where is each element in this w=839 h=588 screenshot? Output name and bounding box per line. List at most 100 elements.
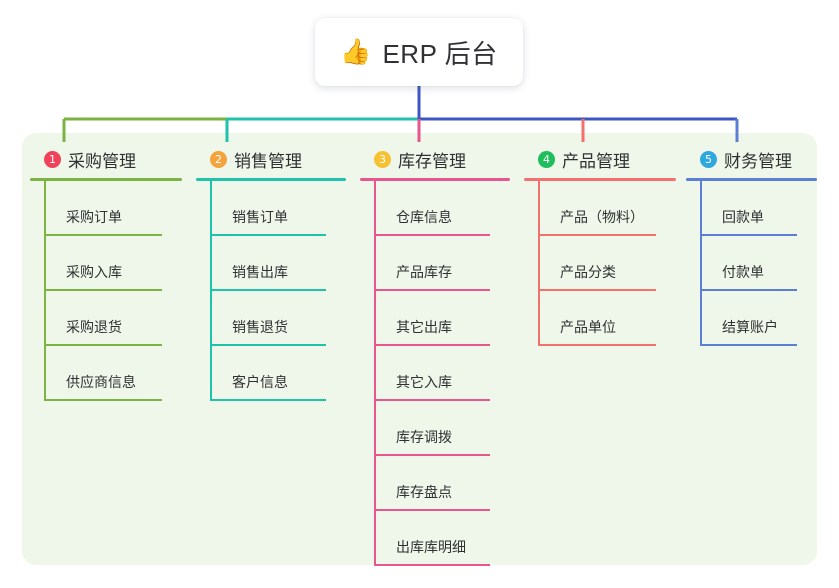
branch-leaf-rule bbox=[374, 454, 490, 456]
branch-column-3: 3 库存管理仓库信息产品库存其它出库其它入库库存调拨库存盘点出库库明细 bbox=[360, 146, 510, 566]
branch-leaf[interactable]: 产品库存 bbox=[360, 236, 510, 291]
branch-leaf-label: 销售订单 bbox=[232, 209, 288, 225]
branch-leaf[interactable]: 客户信息 bbox=[196, 346, 346, 401]
branch-leaf-label: 回款单 bbox=[722, 209, 764, 225]
branch-leaf[interactable]: 产品分类 bbox=[524, 236, 676, 291]
branch-leaf-rule bbox=[374, 234, 490, 236]
branch-leaf-rule bbox=[374, 399, 490, 401]
branch-leaf[interactable]: 回款单 bbox=[686, 181, 817, 236]
branch-trunk-5 bbox=[700, 181, 702, 346]
branch-leaf-label: 结算账户 bbox=[722, 319, 778, 335]
branch-items-2: 销售订单销售出库销售退货客户信息 bbox=[196, 181, 346, 401]
branch-leaf-rule bbox=[700, 234, 797, 236]
branch-leaf-rule bbox=[700, 344, 797, 346]
branch-leaf[interactable]: 其它入库 bbox=[360, 346, 510, 401]
branch-leaf-label: 客户信息 bbox=[232, 374, 288, 390]
branch-leaf-label: 库存盘点 bbox=[396, 484, 452, 500]
branch-leaf[interactable]: 销售退货 bbox=[196, 291, 346, 346]
branch-leaf-label: 库存调拨 bbox=[396, 429, 452, 445]
branch-leaf-rule bbox=[210, 289, 326, 291]
branch-trunk-4 bbox=[538, 181, 540, 346]
branch-leaf-label: 其它入库 bbox=[396, 374, 452, 390]
branch-leaf[interactable]: 销售订单 bbox=[196, 181, 346, 236]
branch-column-4: 4 产品管理产品（物料） 产品分类产品单位 bbox=[524, 146, 676, 346]
branch-leaf[interactable]: 产品（物料） bbox=[524, 181, 676, 236]
branch-leaf[interactable]: 库存盘点 bbox=[360, 456, 510, 511]
branch-title-1: 采购管理 bbox=[68, 151, 136, 171]
branch-leaf-label: 仓库信息 bbox=[396, 209, 452, 225]
branch-items-5: 回款单付款单结算账户 bbox=[686, 181, 817, 346]
branch-leaf-label: 供应商信息 bbox=[66, 374, 136, 390]
branch-rule-3 bbox=[360, 178, 510, 181]
branch-leaf-rule bbox=[210, 399, 326, 401]
branch-leaf-rule bbox=[210, 344, 326, 346]
branch-leaf-rule bbox=[700, 289, 797, 291]
branch-leaf[interactable]: 结算账户 bbox=[686, 291, 817, 346]
branch-header-1[interactable]: 1 采购管理 bbox=[30, 146, 182, 172]
branch-leaf-rule bbox=[538, 344, 656, 346]
branch-leaf[interactable]: 采购订单 bbox=[30, 181, 182, 236]
branch-leaf-rule bbox=[44, 289, 162, 291]
branch-badge-5: 5 bbox=[700, 150, 717, 168]
branch-items-4: 产品（物料） 产品分类产品单位 bbox=[524, 181, 676, 346]
branch-leaf-label: 出库库明细 bbox=[396, 539, 466, 555]
branch-leaf-rule bbox=[374, 289, 490, 291]
branch-title-3: 库存管理 bbox=[398, 151, 466, 171]
branch-leaf-label: 销售出库 bbox=[232, 264, 288, 280]
branch-header-5[interactable]: 5 财务管理 bbox=[686, 146, 817, 172]
branch-leaf[interactable]: 出库库明细 bbox=[360, 511, 510, 566]
branch-leaf[interactable]: 产品单位 bbox=[524, 291, 676, 346]
diagram-panel-background bbox=[22, 133, 817, 565]
branch-header-3[interactable]: 3 库存管理 bbox=[360, 146, 510, 172]
branch-items-1: 采购订单采购入库采购退货供应商信息 bbox=[30, 181, 182, 401]
branch-leaf[interactable]: 采购入库 bbox=[30, 236, 182, 291]
branch-leaf-rule bbox=[538, 289, 656, 291]
branch-leaf-label: 产品库存 bbox=[396, 264, 452, 280]
branch-leaf-label: 产品分类 bbox=[560, 264, 616, 280]
branch-leaf[interactable]: 库存调拨 bbox=[360, 401, 510, 456]
branch-column-5: 5 财务管理回款单付款单结算账户 bbox=[686, 146, 817, 346]
branch-leaf[interactable]: 仓库信息 bbox=[360, 181, 510, 236]
branch-badge-4: 4 bbox=[538, 150, 555, 168]
branch-leaf-label: 采购订单 bbox=[66, 209, 122, 225]
branch-leaf-rule bbox=[538, 234, 656, 236]
branch-badge-2: 2 bbox=[210, 150, 227, 168]
branch-rule-4 bbox=[524, 178, 676, 181]
branch-badge-3: 3 bbox=[374, 150, 391, 168]
branch-leaf-label: 销售退货 bbox=[232, 319, 288, 335]
branch-leaf-rule bbox=[374, 509, 490, 511]
branch-leaf-rule bbox=[44, 344, 162, 346]
branch-leaf[interactable]: 销售出库 bbox=[196, 236, 346, 291]
branch-rule-2 bbox=[196, 178, 346, 181]
branch-leaf-rule bbox=[210, 234, 326, 236]
branch-title-5: 财务管理 bbox=[724, 151, 792, 171]
branch-trunk-1 bbox=[44, 181, 46, 401]
branch-badge-1: 1 bbox=[44, 150, 61, 168]
branch-rule-5 bbox=[686, 178, 817, 181]
branch-leaf-rule bbox=[374, 564, 490, 566]
branch-header-2[interactable]: 2 销售管理 bbox=[196, 146, 346, 172]
branch-column-1: 1 采购管理采购订单采购入库采购退货供应商信息 bbox=[30, 146, 182, 401]
branch-leaf[interactable]: 采购退货 bbox=[30, 291, 182, 346]
branch-title-2: 销售管理 bbox=[234, 151, 302, 171]
branch-leaf-rule bbox=[44, 234, 162, 236]
branch-items-3: 仓库信息产品库存其它出库其它入库库存调拨库存盘点出库库明细 bbox=[360, 181, 510, 566]
branch-leaf-label: 采购入库 bbox=[66, 264, 122, 280]
root-title: ERP 后台 bbox=[382, 38, 498, 69]
branch-leaf[interactable]: 付款单 bbox=[686, 236, 817, 291]
branch-trunk-2 bbox=[210, 181, 212, 401]
branch-leaf-label: 其它出库 bbox=[396, 319, 452, 335]
branch-leaf-rule bbox=[374, 344, 490, 346]
root-node[interactable]: 👍 ERP 后台 bbox=[315, 18, 523, 86]
branch-title-4: 产品管理 bbox=[562, 151, 630, 171]
branch-header-4[interactable]: 4 产品管理 bbox=[524, 146, 676, 172]
branch-leaf-label: 付款单 bbox=[722, 264, 764, 280]
branch-leaf-label: 采购退货 bbox=[66, 319, 122, 335]
branch-leaf[interactable]: 供应商信息 bbox=[30, 346, 182, 401]
branch-leaf-label: 产品（物料） bbox=[560, 209, 644, 225]
branch-column-2: 2 销售管理销售订单销售出库销售退货客户信息 bbox=[196, 146, 346, 401]
branch-leaf[interactable]: 其它出库 bbox=[360, 291, 510, 346]
branch-leaf-rule bbox=[44, 399, 162, 401]
thumbs-up-icon: 👍 bbox=[340, 37, 372, 66]
